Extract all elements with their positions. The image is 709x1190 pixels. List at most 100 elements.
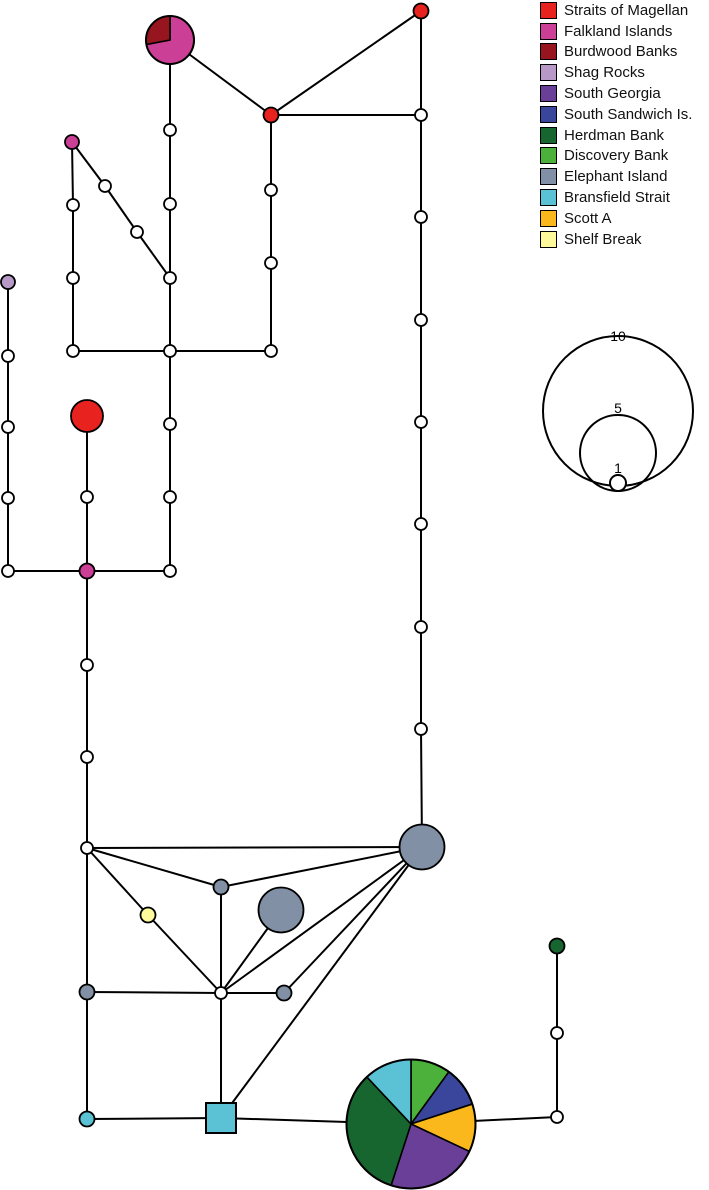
missing-haplotype-node [414,517,428,531]
missing-haplotype-node [80,490,94,504]
missing-haplotype-node [1,420,15,434]
haplotype-node [212,878,230,896]
legend-label: Herdman Bank [564,126,665,144]
legend-item: Bransfield Strait [540,187,692,208]
missing-haplotype-node [1,564,15,578]
legend-label: Shag Rocks [564,64,645,82]
missing-haplotype-node [80,658,94,672]
missing-haplotype-node [66,198,80,212]
legend-label: Scott A [564,209,612,227]
legend-label: Discovery Bank [564,147,669,165]
legend-item: Herdman Bank [540,125,692,146]
missing-haplotype-node [163,564,177,578]
legend-item: Shelf Break [540,229,692,250]
missing-haplotype-node [163,271,177,285]
legend-label: Burdwood Banks [564,43,678,61]
missing-haplotype-node [1,491,15,505]
legend-swatch [540,43,557,61]
haplotype-node [257,886,305,934]
scale-label-1: 1 [614,460,622,476]
legend-item: Shag Rocks [540,62,692,83]
missing-haplotype-node [264,183,278,197]
missing-haplotype-node [264,256,278,270]
network-edges [7,10,558,1125]
missing-haplotype-node [66,271,80,285]
missing-haplotype-node [163,344,177,358]
missing-haplotype-node [414,108,428,122]
haplotype-node [78,983,96,1001]
network-edge [86,847,149,916]
haplotype-node [0,274,16,290]
missing-haplotype-node [163,417,177,431]
legend-item: Straits of Magellan [540,0,692,21]
network-edge [71,141,106,187]
haplotype-node [139,906,157,924]
network-edge [104,185,138,233]
missing-haplotype-node [550,1026,564,1040]
legend-item: Scott A [540,208,692,229]
missing-haplotype-node [214,986,228,1000]
network-edge [270,10,422,116]
legend-swatch [540,147,557,165]
haplotype-node [398,823,446,871]
haplotype-node-pie [145,15,195,65]
missing-haplotype-node [80,841,94,855]
scale-label-5: 5 [614,400,622,416]
size-scale: 10 5 1 [542,328,694,492]
haplotype-node [78,1110,96,1128]
missing-haplotype-node [66,344,80,358]
legend-item: Discovery Bank [540,146,692,167]
network-edge [86,846,423,849]
network-edge [220,846,423,994]
missing-haplotype-node [414,415,428,429]
legend-label: Bransfield Strait [564,189,670,207]
legend-swatch [540,189,557,207]
legend-label: Elephant Island [564,168,668,186]
missing-haplotype-node [80,750,94,764]
legend-swatch [540,64,557,82]
missing-haplotype-node [414,722,428,736]
missing-haplotype-node [550,1110,564,1124]
network-edge [283,846,423,994]
missing-haplotype-node [1,349,15,363]
legend-label: Shelf Break [564,230,642,248]
scale-label-10: 10 [610,328,626,344]
pie-outline [345,1058,477,1190]
legend-swatch [540,1,557,19]
missing-haplotype-node [98,179,112,193]
scale-circle-1 [609,474,627,492]
legend-item: South Sandwich Is. [540,104,692,125]
legend-swatch [540,230,557,248]
haplotype-node-square [205,1102,237,1134]
network-edge [220,846,423,1119]
haplotype-node [78,562,96,580]
haplotype-node [412,2,430,20]
missing-haplotype-node [414,620,428,634]
network-edge [147,914,222,994]
missing-haplotype-node [414,313,428,327]
network-nodes [0,2,566,1190]
legend-swatch [540,168,557,186]
missing-haplotype-node [264,344,278,358]
missing-haplotype-node [163,197,177,211]
legend-label: South Sandwich Is. [564,105,693,123]
legend-item: Burdwood Banks [540,42,692,63]
network-edge [86,847,222,888]
haplotype-node [275,984,293,1002]
missing-haplotype-node [130,225,144,239]
haplotype-node [548,937,566,955]
haplotype-node [262,106,280,124]
legend-item: South Georgia [540,83,692,104]
legend-swatch [540,85,557,103]
legend-swatch [540,105,557,123]
legend-label: South Georgia [564,85,661,103]
legend-swatch [540,209,557,227]
missing-haplotype-node [163,490,177,504]
network-edge [86,991,222,994]
network-edge [86,1117,222,1120]
pie-outline [145,15,195,65]
legend-swatch [540,126,557,144]
haplotype-node-pie [345,1058,477,1190]
